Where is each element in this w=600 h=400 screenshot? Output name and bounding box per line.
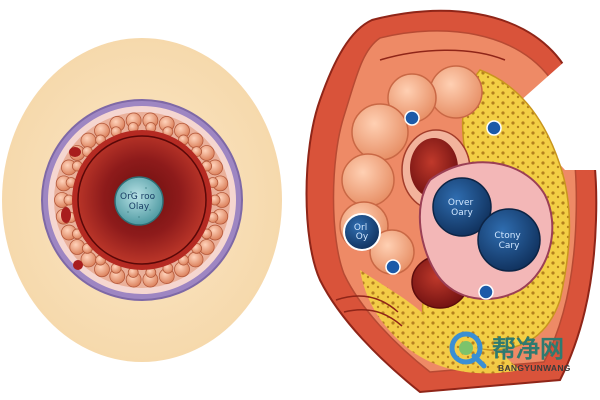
cut-notch <box>510 30 600 170</box>
granulosa-cell <box>80 132 97 149</box>
right-ovary-section: Orver Oary Ctony Cary Orl Oy <box>305 9 600 394</box>
vessel-lines <box>335 49 506 327</box>
blue-oocyte-top <box>432 177 492 237</box>
watermark: 帮净网 BANGYUNWANG <box>449 331 571 373</box>
yellow-lower-stroma <box>360 270 520 374</box>
small-blue-circle <box>343 213 381 251</box>
granulosa-cell <box>187 251 204 268</box>
egg-texture <box>127 187 154 218</box>
granulosa-cells <box>54 112 230 288</box>
blue-oocyte-bottom <box>477 208 541 272</box>
watermark-url-text: BANGYUNWANG <box>498 363 571 373</box>
egg-cell <box>114 176 164 226</box>
small-red-spots <box>61 147 83 270</box>
granulosa-cell <box>80 251 97 268</box>
oocyte-top-label: Orver Oary <box>448 198 476 218</box>
granulosa-cell <box>187 132 204 149</box>
left-follicle-section: OrǤ roo Olay <box>2 38 282 362</box>
blue-marker-dots <box>385 110 502 300</box>
watermark-logo-icon <box>449 331 487 369</box>
oocyte-bottom-label: Ctony Cary <box>494 231 523 251</box>
watermark-logo-text: 帮净网 <box>492 335 564 363</box>
small-circle-label: Orl Oy <box>354 223 370 242</box>
egg-label: OrǤ roo Olay <box>120 192 158 212</box>
